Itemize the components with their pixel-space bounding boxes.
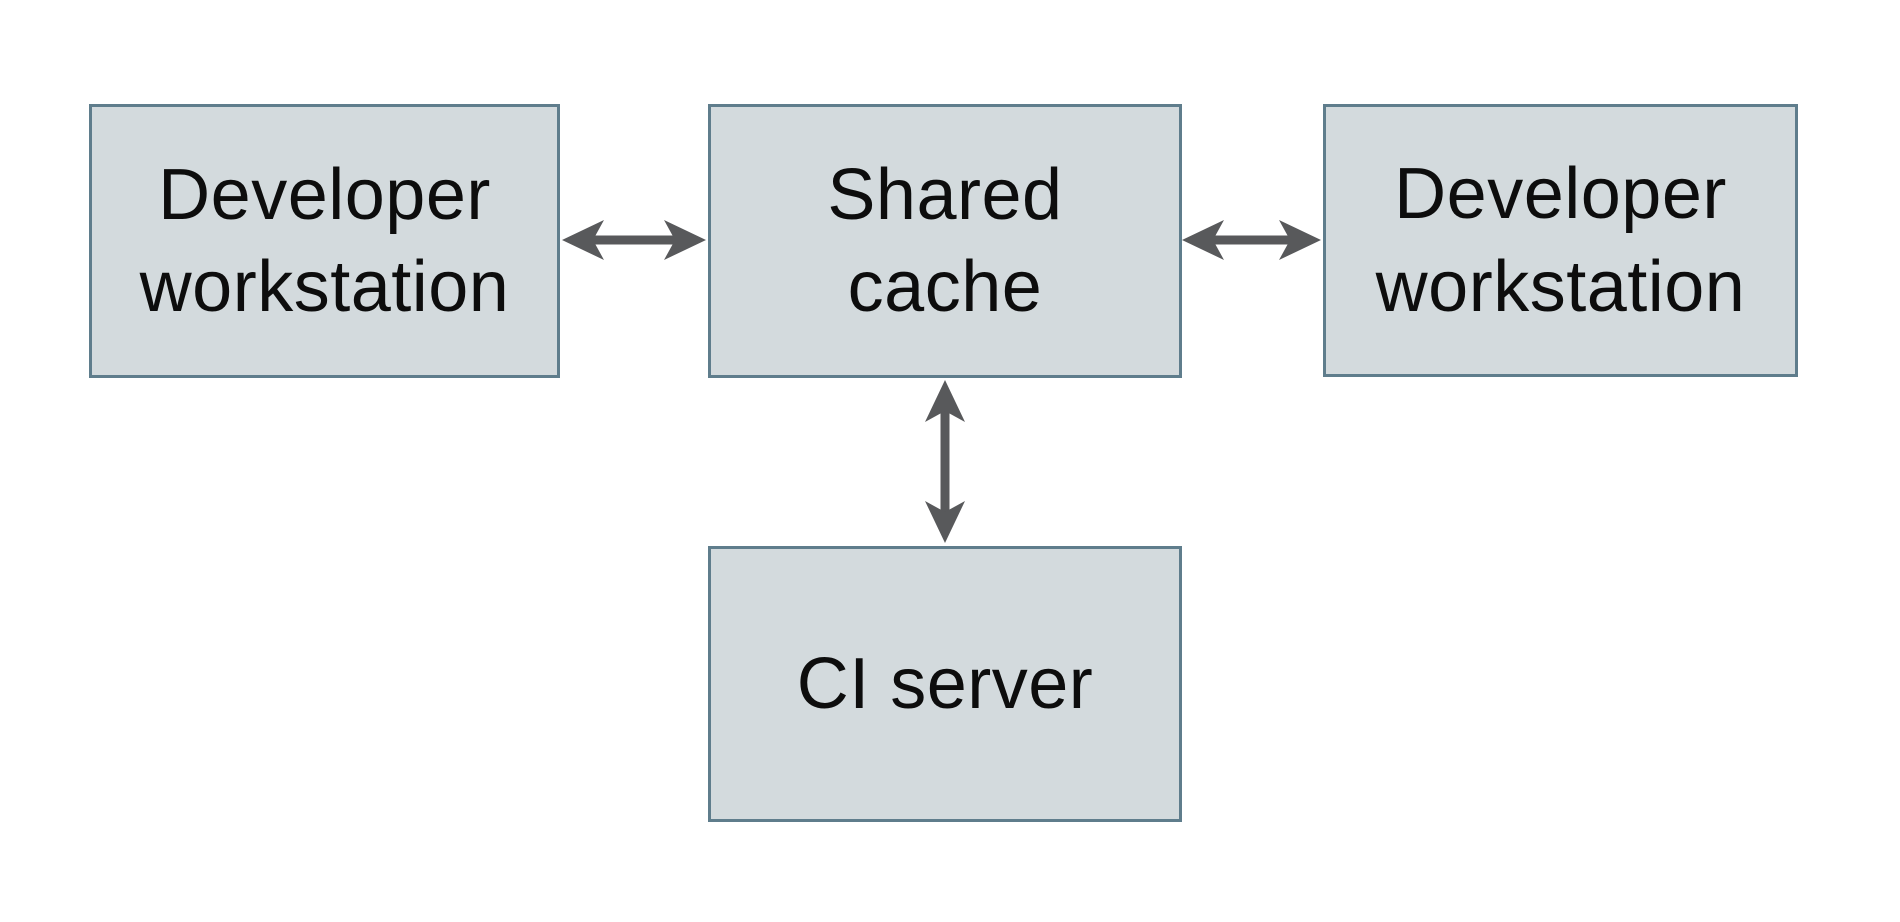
node-developer-workstation-left: Developer workstation	[89, 104, 560, 378]
double-arrow-icon	[560, 216, 708, 264]
node-label: CI server	[796, 643, 1094, 724]
node-shared-cache: Shared cache	[708, 104, 1182, 378]
double-arrow-icon	[921, 378, 969, 545]
node-label: Developer workstation	[139, 154, 510, 327]
node-label: Developer workstation	[1375, 154, 1746, 327]
node-developer-workstation-right: Developer workstation	[1323, 104, 1798, 377]
double-arrow-icon	[1180, 216, 1323, 264]
node-label: Shared cache	[827, 154, 1063, 327]
node-ci-server: CI server	[708, 546, 1182, 822]
